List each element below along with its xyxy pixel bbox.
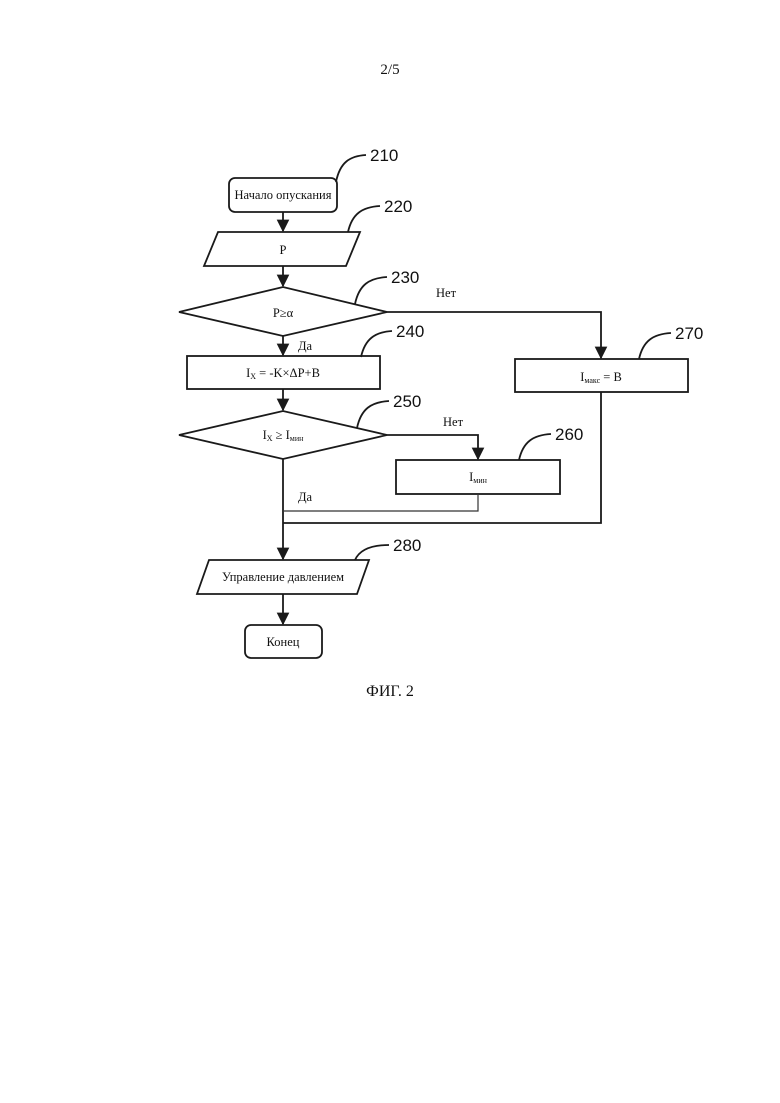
- edge-label-no-2: Нет: [443, 415, 464, 429]
- edge-label-yes-2: Да: [298, 490, 313, 504]
- node-process-imin: Iмин: [396, 460, 560, 494]
- edge-label-yes-1: Да: [298, 339, 313, 353]
- leader-240: [361, 331, 392, 357]
- node-process-ix: IX = -K×ΔP+B: [187, 356, 380, 389]
- ref-270: 270: [675, 324, 703, 343]
- leader-250: [357, 401, 389, 428]
- node-process-imax: Iмакс = B: [515, 359, 688, 392]
- figure-caption: ФИГ. 2: [0, 683, 780, 701]
- node-end: Конец: [245, 625, 322, 658]
- node-pressure-control: Управление давлением: [197, 560, 369, 594]
- edge-label-no-1: Нет: [436, 286, 457, 300]
- leader-230: [355, 277, 387, 304]
- ref-230: 230: [391, 268, 419, 287]
- ref-210: 210: [370, 146, 398, 165]
- node-decision-ix-imin: IX ≥ Iмин: [179, 411, 387, 459]
- leader-220: [348, 206, 380, 232]
- edge-imin-merge: [283, 494, 478, 511]
- ref-260: 260: [555, 425, 583, 444]
- node-input-p: P: [204, 232, 360, 266]
- node-decision-p-alpha: P≥α: [179, 287, 387, 336]
- node-start: Начало опускания: [229, 178, 337, 212]
- ref-280: 280: [393, 536, 421, 555]
- edge-decision2-no-to-imin: [387, 435, 478, 459]
- edge-imax-merge: [283, 392, 601, 523]
- node-decision-p-alpha-label: P≥α: [273, 306, 294, 320]
- node-end-label: Конец: [267, 635, 300, 649]
- leader-210: [336, 155, 366, 182]
- node-process-ix-label: IX = -K×ΔP+B: [246, 366, 320, 381]
- ref-220: 220: [384, 197, 412, 216]
- leader-280: [355, 545, 389, 560]
- node-input-p-label: P: [280, 243, 287, 257]
- leader-260: [519, 434, 551, 460]
- leader-270: [639, 333, 671, 359]
- ref-250: 250: [393, 392, 421, 411]
- ref-240: 240: [396, 322, 424, 341]
- flowchart: Начало опускания P P≥α IX = -K×ΔP+B IX ≥…: [0, 0, 780, 700]
- node-pressure-control-label: Управление давлением: [222, 570, 344, 584]
- node-start-label: Начало опускания: [235, 188, 332, 202]
